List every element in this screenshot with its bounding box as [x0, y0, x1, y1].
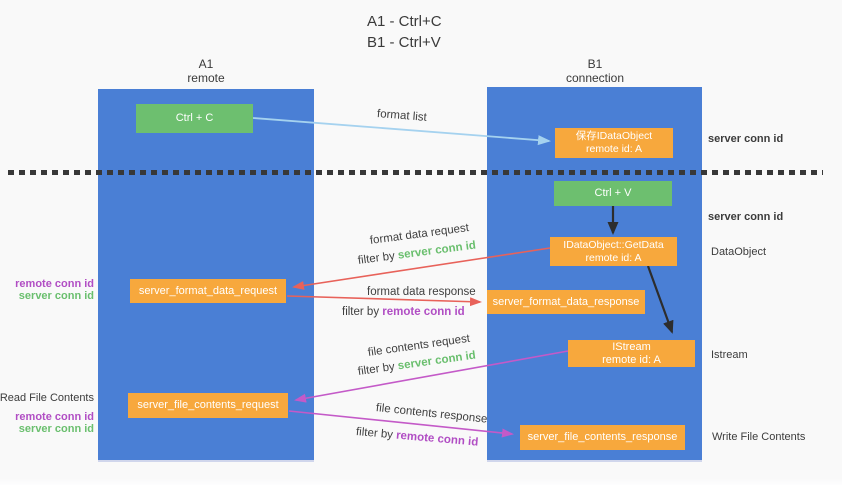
- dataobject-annotation: DataObject: [711, 246, 767, 258]
- ctrl-v-box: Ctrl + V: [554, 181, 672, 206]
- read-file-contents-label: Read File Contents: [0, 392, 94, 404]
- ctrl-c-box: Ctrl + C: [136, 104, 253, 133]
- filter-by-text: filter by: [357, 249, 399, 267]
- format-data-response-label: format data response: [367, 286, 476, 298]
- server-format-data-response-label: server_format_data_response: [492, 295, 640, 308]
- server-format-data-request-label: server_format_data_request: [138, 284, 278, 297]
- left-read-file-contents: Read File Contents remote conn id server…: [0, 392, 94, 435]
- server-conn-id-annotation-top: server conn id: [708, 133, 784, 145]
- remote-conn-id-annotation: remote conn id: [15, 411, 94, 423]
- server-file-contents-response-label: server_file_contents_response: [527, 431, 678, 443]
- istream-annotation: Istream: [711, 349, 748, 361]
- lane-a1-name: A1: [198, 57, 214, 71]
- lane-header-a1: A1 remote: [141, 57, 271, 85]
- save-idataobject-line1: 保存IDataObject: [575, 130, 653, 142]
- left-format-conn-ids: remote conn id server conn id: [15, 278, 94, 302]
- save-idataobject-box: 保存IDataObject remote id: A: [555, 128, 673, 158]
- save-idataobject-line2: remote id: A: [585, 143, 643, 155]
- idataobject-getdata-box: IDataObject::GetData remote id: A: [550, 237, 677, 266]
- lane-b1-role: connection: [565, 71, 625, 85]
- title-line-2: B1 - Ctrl+V: [367, 34, 441, 51]
- filter-by-text: filter by: [357, 360, 399, 378]
- filter-by-text: filter by: [342, 306, 383, 318]
- server-conn-id-annotation: server conn id: [18, 290, 94, 302]
- server-file-contents-request-label: server_file_contents_request: [137, 399, 279, 411]
- istream-line1: IStream: [612, 340, 651, 353]
- file-contents-response-label: file contents response: [375, 402, 488, 426]
- idataobject-getdata-line1: IDataObject::GetData: [563, 238, 664, 251]
- server-conn-id-annotation: server conn id: [18, 423, 94, 435]
- istream-box: IStream remote id: A: [568, 340, 695, 367]
- remote-conn-id-key: remote conn id: [395, 429, 479, 449]
- ctrl-c-label: Ctrl + C: [175, 112, 214, 124]
- diagram-title: A1 - Ctrl+C B1 - Ctrl+V: [367, 11, 442, 53]
- lane-a1-role: remote: [187, 71, 225, 85]
- server-format-data-request-box: server_format_data_request: [130, 279, 286, 303]
- bottom-fade: [0, 478, 842, 485]
- remote-conn-id-key: remote conn id: [382, 306, 465, 318]
- lane-header-b1: B1 connection: [530, 57, 660, 85]
- filter-by-text: filter by: [355, 426, 397, 442]
- format-list-label: format list: [376, 108, 428, 124]
- server-format-data-response-box: server_format_data_response: [487, 290, 645, 314]
- ctrl-v-label: Ctrl + V: [594, 187, 632, 199]
- server-conn-id-annotation-mid: server conn id: [708, 211, 784, 223]
- file-contents-response-filter-label: filter by remote conn id: [355, 426, 478, 449]
- title-line-1: A1 - Ctrl+C: [367, 13, 442, 30]
- dashed-divider-line: [8, 170, 823, 175]
- server-file-contents-response-box: server_file_contents_response: [520, 425, 685, 450]
- istream-line2: remote id: A: [602, 353, 661, 366]
- format-data-response-filter-label: filter by remote conn id: [342, 306, 465, 318]
- lane-b1-name: B1: [587, 57, 603, 71]
- write-file-contents-annotation: Write File Contents: [712, 431, 806, 443]
- server-conn-id-key: server conn id: [397, 239, 477, 262]
- remote-conn-id-annotation: remote conn id: [15, 278, 94, 290]
- idataobject-getdata-line2: remote id: A: [585, 251, 642, 264]
- server-file-contents-request-box: server_file_contents_request: [128, 393, 288, 418]
